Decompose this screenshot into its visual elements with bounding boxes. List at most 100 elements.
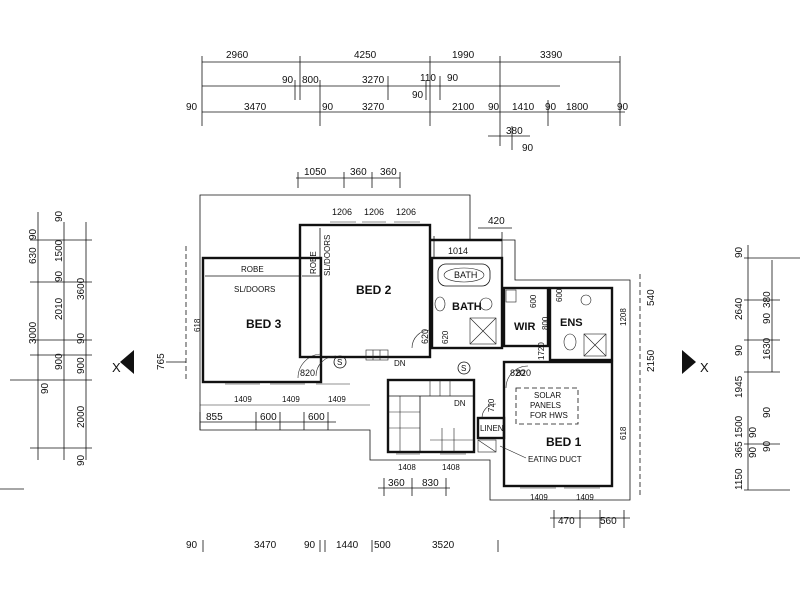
lower-dimension-chains: 855 600 600 360 830 470 560: [199, 412, 630, 528]
right-dimension-chains: 90 540 380 2640 90 1630 90 90 1945 365 1…: [646, 245, 800, 491]
smoke-detector-icon: S: [461, 364, 466, 373]
dim-label: 540: [646, 289, 657, 306]
door-size: 820: [510, 368, 525, 378]
dim-label: 1410: [512, 102, 535, 113]
window-dimension-chain: 1050 360 360 420: [296, 167, 512, 229]
dim-label: 2100: [452, 102, 475, 113]
dim-label: 1945: [734, 375, 745, 398]
window-size: 1208: [619, 308, 628, 326]
robe-label: ROBE: [241, 265, 264, 274]
dim-label: 2640: [734, 297, 745, 320]
dim-label: 90: [322, 102, 334, 113]
dim-label: 3270: [362, 102, 385, 113]
window-size: 1206: [396, 207, 416, 217]
dim-label: 90: [186, 540, 198, 551]
window-size: 1409: [530, 493, 548, 502]
door-size: 620: [441, 330, 450, 344]
dim-label: 90: [304, 540, 316, 551]
robe-label: ROBE: [309, 251, 318, 274]
section-label: X: [700, 360, 709, 375]
dim-label: 360: [388, 478, 405, 489]
dim-label: 765: [156, 353, 167, 370]
dim-label: 3390: [540, 50, 563, 61]
dim-label: 830: [422, 478, 439, 489]
dim-label: 380: [506, 126, 523, 137]
window-size: 1206: [364, 207, 384, 217]
dim-label: 2010: [54, 297, 65, 320]
window-size: 618: [193, 318, 202, 332]
room-label: BED 3: [246, 317, 282, 331]
door-size: 820: [300, 368, 315, 378]
stair-direction: DN: [394, 359, 406, 368]
dim-label: 1500: [734, 415, 745, 438]
dim-label: 1630: [762, 337, 773, 360]
dim-label: 380: [762, 291, 773, 308]
dim-label: 90: [28, 228, 39, 240]
dim-label: 110: [420, 73, 436, 84]
door-size: 800: [541, 316, 550, 330]
dim-label: 630: [28, 247, 39, 264]
solar-panel-label: PANELS: [530, 401, 561, 410]
dim-label: 2150: [646, 349, 657, 372]
room-bed-1: SOLAR PANELS FOR HWS BED 1 618 820: [502, 360, 628, 489]
dim-label: 1150: [734, 468, 745, 490]
dim-label: 90: [734, 246, 745, 258]
dim-label: 3470: [254, 540, 277, 551]
door-size: 720: [487, 398, 496, 412]
heating-duct-label: EATING DUCT: [528, 455, 582, 464]
window-size: 1206: [332, 207, 352, 217]
dim-label: 2000: [76, 405, 87, 428]
room-ensuite: ENS 1208 600: [548, 286, 628, 362]
dim-label: 600: [260, 412, 277, 423]
dim-label: 90: [76, 454, 87, 466]
top-dimension-chains: [201, 56, 625, 150]
dim-label: 90: [748, 426, 759, 438]
room-label: WIR: [514, 321, 535, 333]
dim-label: 3600: [76, 277, 87, 300]
dim-label: 90: [282, 75, 294, 86]
dim-label: 560: [600, 516, 617, 527]
window-size: 1409: [576, 493, 594, 502]
window-size: 1409: [328, 395, 346, 404]
section-marker-right: X: [682, 350, 709, 375]
dim-label: 90: [617, 102, 629, 113]
dim-label: 90: [54, 210, 65, 222]
door-size: 600: [529, 294, 538, 308]
window-size: 618: [619, 426, 628, 440]
linen-cupboard: LINEN 720 EATING DUCT: [476, 398, 582, 464]
left-dimension-chains: 90 630 90 1500 3600 3000 2010 90 90 900 …: [0, 210, 92, 490]
dim-label: 1800: [566, 102, 589, 113]
dim-label: 90: [412, 90, 424, 101]
bathtub-label: BATH: [454, 270, 477, 280]
dim-label: 500: [374, 540, 391, 551]
sliding-doors-label: SL/DOORS: [234, 285, 275, 294]
room-label: BATH: [452, 301, 482, 313]
dim-label: 90: [447, 73, 459, 84]
room-bed-3: ROBE SL/DOORS BED 3 618 820: [193, 256, 350, 385]
room-label: BED 1: [546, 435, 582, 449]
window-size: 1409: [234, 395, 252, 404]
window-size: 1408: [398, 463, 416, 472]
section-marker-left: X: [112, 350, 134, 375]
top-dimension-labels: 2960 4250 1990 3390 90 800 3270 110 90 9…: [186, 50, 629, 154]
dim-label: 3520: [432, 540, 455, 551]
dim-label: 90: [76, 332, 87, 344]
room-label: ENS: [560, 317, 583, 329]
solar-panel-label: FOR HWS: [530, 411, 568, 420]
smoke-detector-icon: S: [337, 358, 342, 367]
dim-label: 365: [734, 441, 745, 458]
window-size: 1408: [442, 463, 460, 472]
solar-panel-label: SOLAR: [534, 391, 561, 400]
room-label: BED 2: [356, 283, 392, 297]
stair-direction: DN: [454, 399, 466, 408]
smoke-detectors: S S: [333, 355, 471, 375]
dim-label: 1050: [304, 167, 327, 178]
window-size: 1409: [282, 395, 300, 404]
dim-label: 90: [545, 102, 557, 113]
bed3-window-sizes: 1409 1409 1409 1409 1409: [234, 395, 594, 502]
dim-label: 470: [558, 516, 575, 527]
dim-label: 90: [762, 440, 773, 452]
dim-label: 90: [748, 446, 759, 458]
room-bed-2: ROBE SL/DOORS BED 2 620 1206 1206 1206: [298, 207, 432, 359]
